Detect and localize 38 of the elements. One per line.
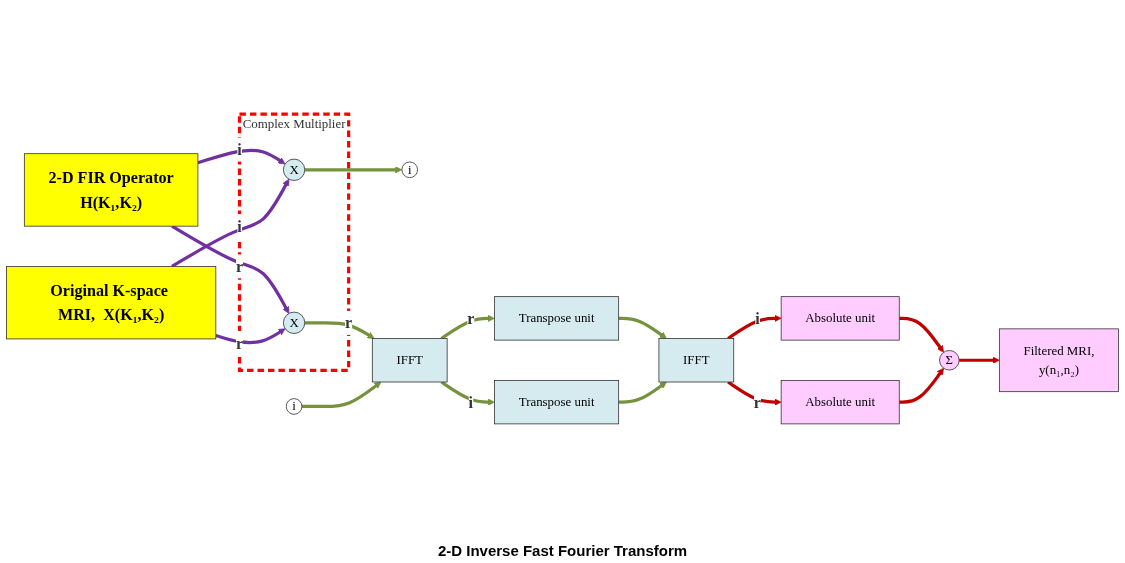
arrow xyxy=(304,166,403,174)
edge-label: i xyxy=(755,309,760,328)
edge-label: i xyxy=(237,217,242,236)
node-box: IFFT xyxy=(371,338,448,383)
arrow xyxy=(215,328,286,345)
edge-label: i xyxy=(237,140,242,159)
arrow xyxy=(727,380,782,406)
node-box: Transpose unit xyxy=(494,296,620,341)
arrow xyxy=(171,178,290,268)
arrow xyxy=(899,316,944,353)
node-box: Absolute unit xyxy=(780,296,900,341)
edge-label: r xyxy=(467,309,475,328)
arrow xyxy=(301,381,382,409)
arrow xyxy=(197,148,286,165)
node-circle: Σ xyxy=(939,350,960,371)
node-box: Filtered MRI, y(n₁,n₂) xyxy=(998,328,1119,393)
arrow xyxy=(618,381,667,404)
node-box: IFFT xyxy=(658,338,735,383)
arrow xyxy=(959,356,1000,364)
node-circle: i xyxy=(401,161,418,179)
node-box: 2-D FIR Operator H(K₁,K₂) xyxy=(23,153,199,227)
edge-label: r xyxy=(753,393,762,411)
node-circle: X xyxy=(282,158,306,181)
arrow xyxy=(727,314,782,340)
node-box: Transpose unit xyxy=(494,380,620,425)
arrow xyxy=(440,314,495,340)
node-circle: i xyxy=(285,398,303,415)
node-circle: X xyxy=(282,311,306,334)
arrow xyxy=(899,367,944,404)
edge-label: r xyxy=(235,257,244,276)
diagram-note: 2-D Inverse Fast Fourier Transform xyxy=(436,541,689,561)
node-box: Original K-space MRI, X(K₁,K₂) xyxy=(6,266,217,340)
arrow xyxy=(304,321,375,339)
edge-label: r xyxy=(345,313,353,332)
edge-label: i xyxy=(468,393,474,411)
edge-label: r xyxy=(235,334,244,352)
arrow xyxy=(618,316,667,339)
node-box: Absolute unit xyxy=(780,380,900,425)
